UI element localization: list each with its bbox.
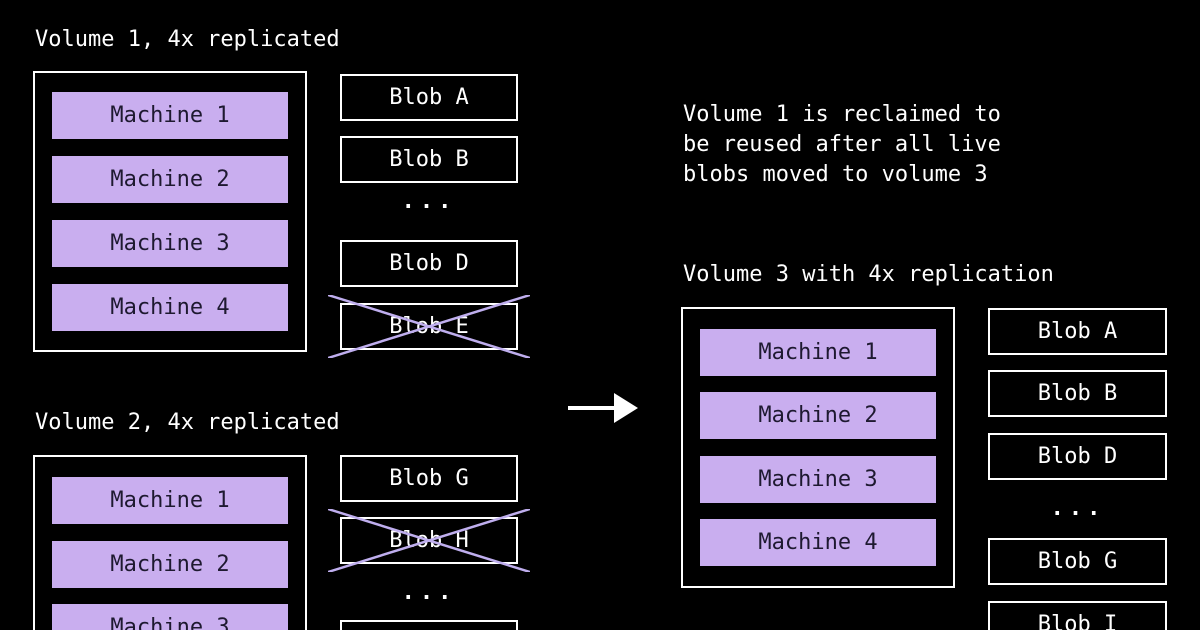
volume2-title: Volume 2, 4x replicated (35, 410, 340, 435)
volume2-blob-h-crossed: Blob H (328, 509, 530, 572)
volume3-title: Volume 3 with 4x replication (683, 262, 1054, 287)
volume1-blob-e-crossed: Blob E (328, 295, 530, 358)
blob-label: Blob B (1037, 381, 1118, 406)
volume3-ellipsis: ... (1050, 496, 1106, 521)
volume1-box: Machine 1 Machine 2 Machine 3 Machine 4 (33, 71, 307, 352)
volume2-blob-g: Blob G (340, 455, 518, 502)
volume2-blob-cutoff (340, 620, 518, 630)
annotation-line-3: blobs moved to volume 3 (683, 162, 988, 187)
volume1-blob-b: Blob B (340, 136, 518, 183)
volume3-machine-3: Machine 3 (700, 456, 936, 503)
blob-label: Blob D (1037, 444, 1118, 469)
volume2-machine-3: Machine 3 (52, 604, 288, 630)
blob-label: Blob E (389, 314, 469, 339)
volume2-ellipsis: ... (401, 580, 457, 605)
blob-label: Blob H (389, 528, 469, 553)
volume3-blob-b: Blob B (988, 370, 1167, 417)
blob-label: Blob G (389, 466, 469, 491)
volume1-machine-4: Machine 4 (52, 284, 288, 331)
volume1-machine-2: Machine 2 (52, 156, 288, 203)
arrow-right-icon (568, 393, 638, 423)
volume1-blob-a: Blob A (340, 74, 518, 121)
volume3-blob-g: Blob G (988, 538, 1167, 585)
blob-label: Blob A (389, 85, 469, 110)
volume3-box: Machine 1 Machine 2 Machine 3 Machine 4 (681, 307, 955, 588)
volume1-ellipsis: ... (401, 189, 457, 214)
volume3-blob-d: Blob D (988, 433, 1167, 480)
volume1-machine-3: Machine 3 (52, 220, 288, 267)
volume1-blob-d: Blob D (340, 240, 518, 287)
annotation-line-2: be reused after all live (683, 132, 1001, 157)
annotation-line-1: Volume 1 is reclaimed to (683, 102, 1001, 127)
blob-label: Blob B (389, 147, 469, 172)
blob-label: Blob A (1037, 319, 1118, 344)
volume3-machine-1: Machine 1 (700, 329, 936, 376)
volume2-machine-1: Machine 1 (52, 477, 288, 524)
volume3-blob-i: Blob I (988, 601, 1167, 630)
blob-label: Blob I (1037, 612, 1118, 630)
annotation-text: Volume 1 is reclaimed to be reused after… (683, 100, 1001, 190)
volume2-box: Machine 1 Machine 2 Machine 3 (33, 455, 307, 630)
volume2-machine-2: Machine 2 (52, 541, 288, 588)
volume1-machine-1: Machine 1 (52, 92, 288, 139)
volume3-machine-2: Machine 2 (700, 392, 936, 439)
volume3-machine-4: Machine 4 (700, 519, 936, 566)
blob-label: Blob D (389, 251, 469, 276)
volume3-blob-a: Blob A (988, 308, 1167, 355)
blob-label: Blob G (1037, 549, 1118, 574)
volume1-title: Volume 1, 4x replicated (35, 27, 340, 52)
